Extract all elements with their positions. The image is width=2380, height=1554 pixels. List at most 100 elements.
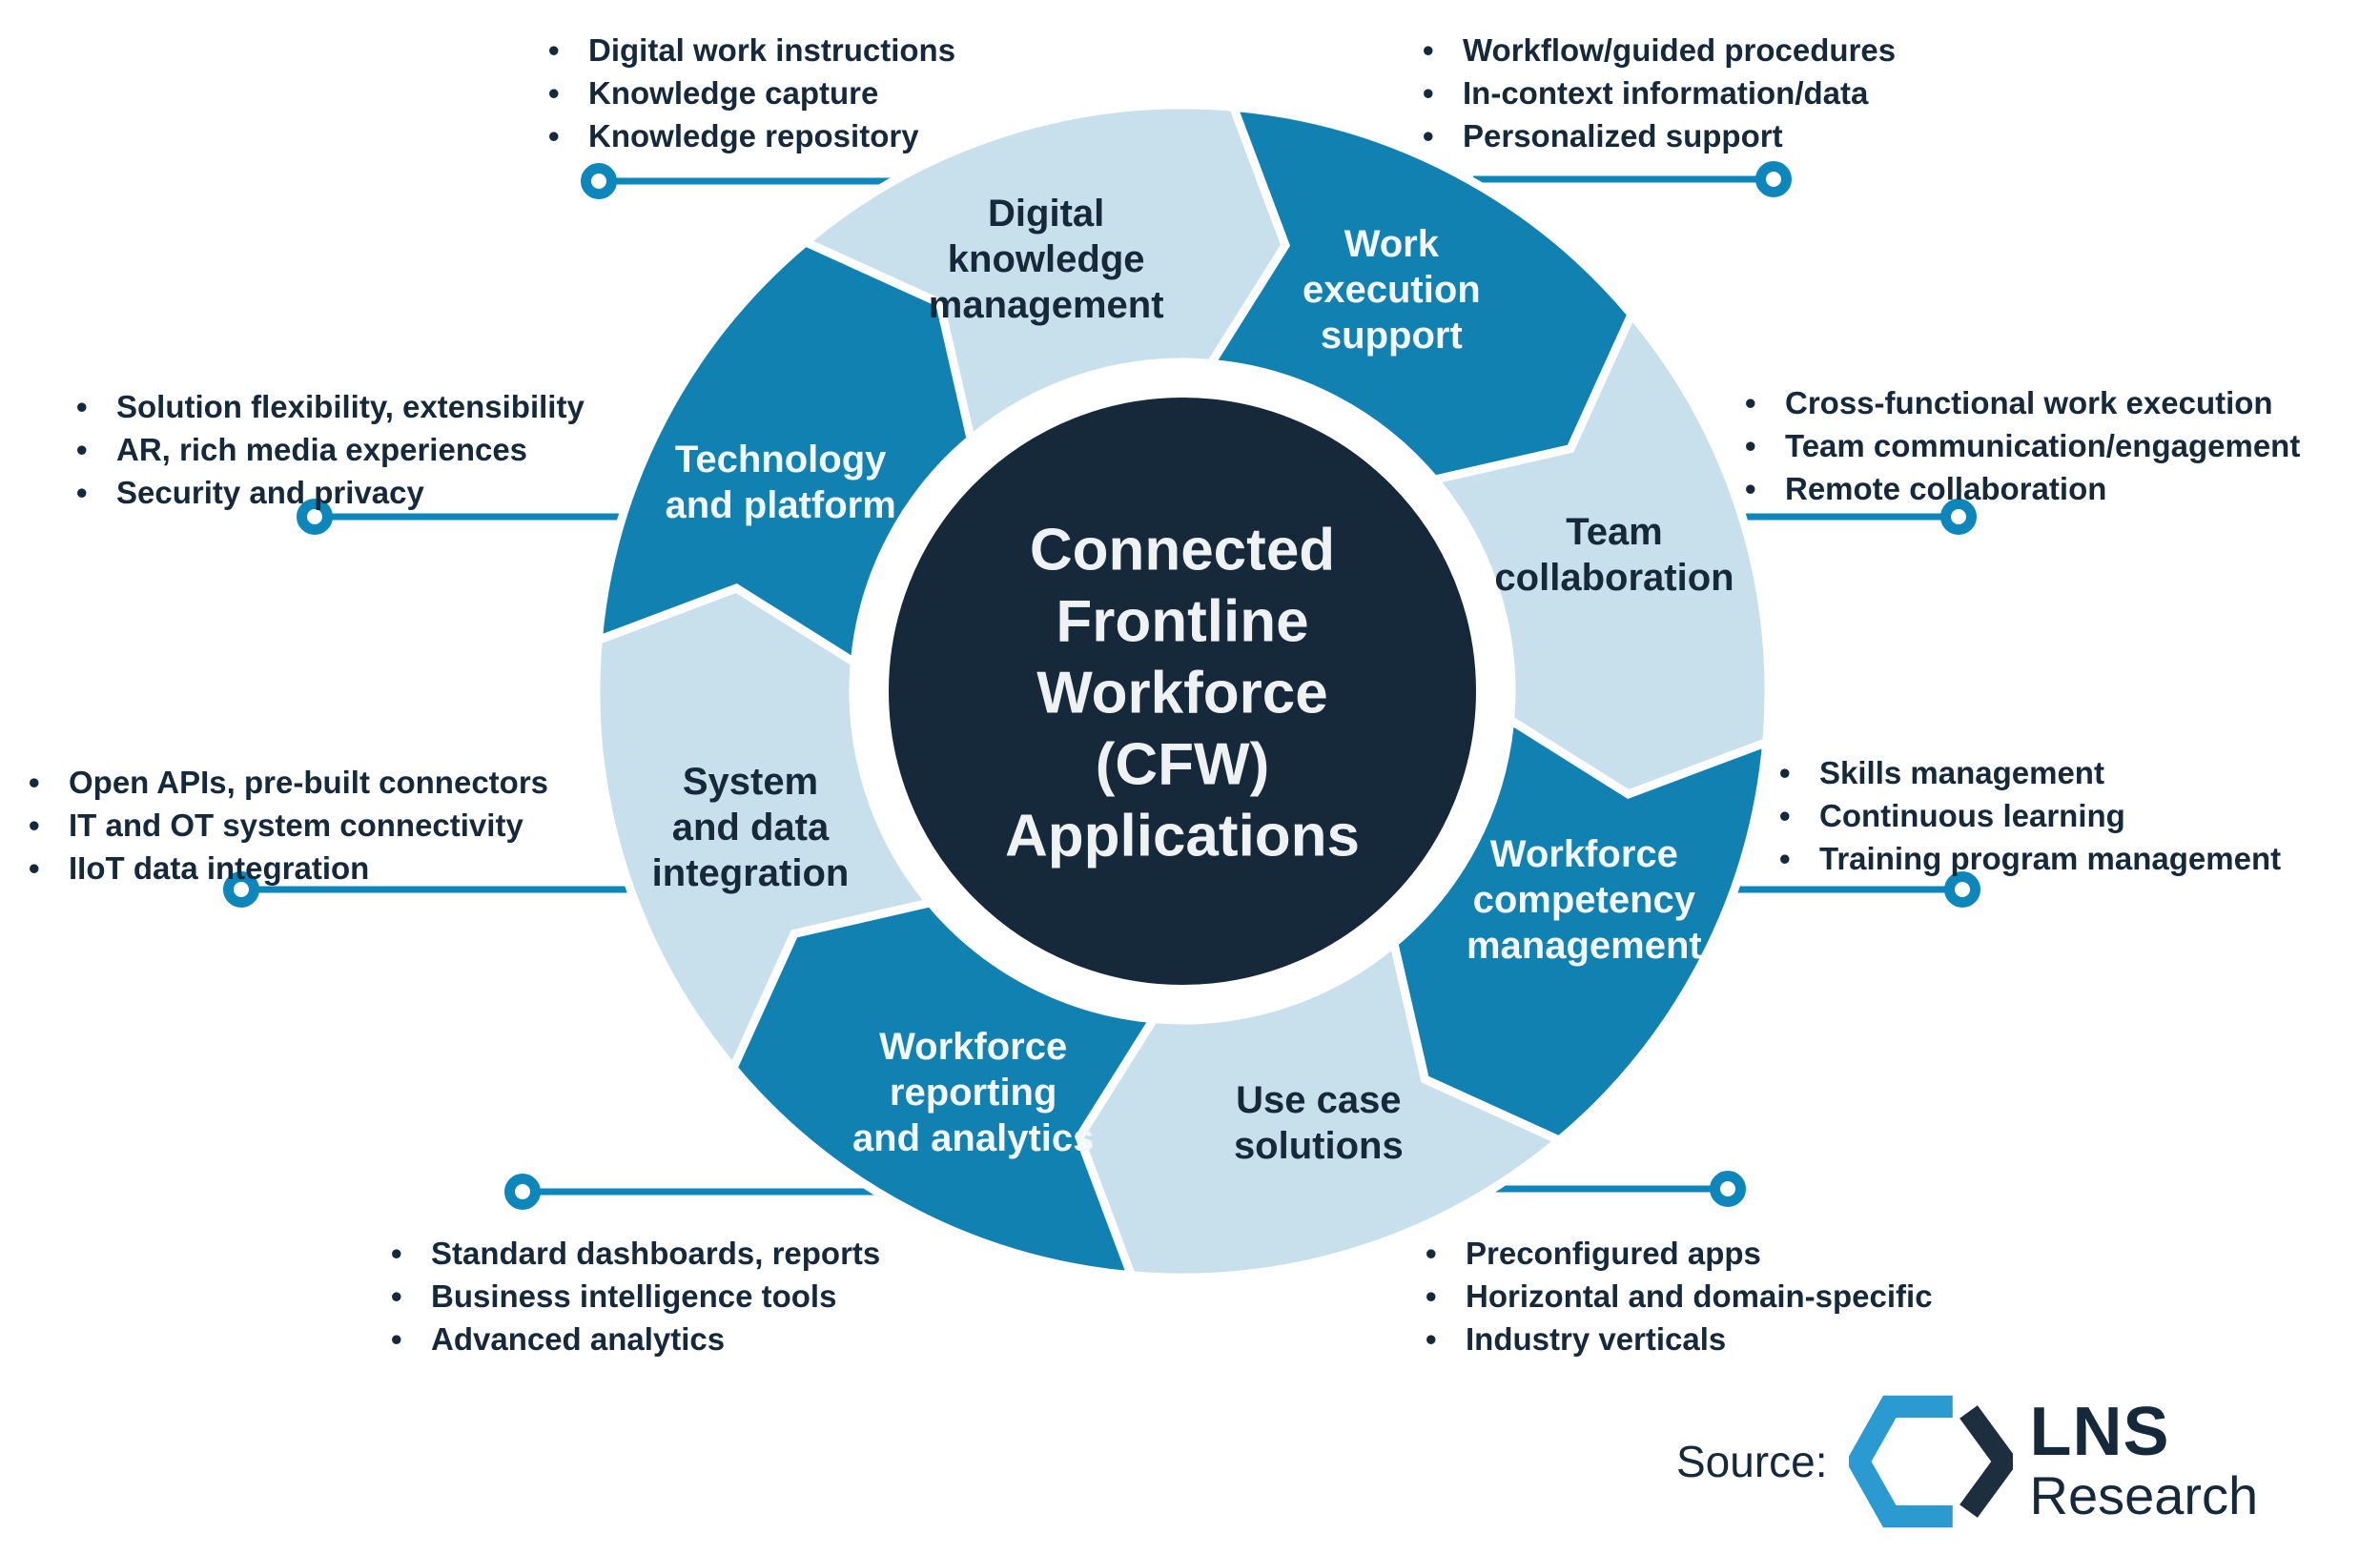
callout-item: • Skills management <box>1779 751 2281 794</box>
callout-connector-ring <box>504 1174 541 1210</box>
callout-text: Advanced analytics <box>431 1321 726 1357</box>
callout-text: IIoT data integration <box>69 850 370 886</box>
bullet-icon: • <box>548 75 560 111</box>
bullet-icon: • <box>1779 798 1791 833</box>
bullet-icon: • <box>29 808 40 843</box>
bullet-icon: • <box>1779 841 1791 876</box>
callout-item: • Business intelligence tools <box>391 1275 880 1318</box>
callout-item: •Remote collaboration <box>1745 467 2300 510</box>
callout-text: In-context information/data <box>1463 75 1869 111</box>
callout-text: Industry verticals <box>1466 1321 1727 1357</box>
callout-item: • Personalized support <box>1423 114 1896 157</box>
callout-item: • Horizontal and domain-specific <box>1426 1275 1933 1318</box>
callout-item: • Advanced analytics <box>391 1318 880 1360</box>
callout-item: • Knowledge repository <box>548 114 955 157</box>
callout-item: • In-context information/data <box>1423 72 1896 114</box>
callout-connector-ring <box>581 163 617 199</box>
bullet-icon: • <box>1426 1321 1437 1357</box>
callout-connector-ring <box>1755 161 1792 197</box>
source-attribution: Source: LNS Research <box>1676 1380 2258 1543</box>
callout-text: Solution flexibility, extensibility <box>116 389 585 424</box>
bullet-icon: • <box>391 1321 402 1357</box>
callout-item: • Cross-functional work execution <box>1745 381 2300 424</box>
callout-text: Continuous learning <box>1819 798 2125 833</box>
callout-item: • Solution flexibility, extensibility <box>76 385 585 428</box>
callout-workforce-reporting-and-analytics: • Standard dashboards, reports • Business … <box>391 1232 880 1360</box>
callout-item: • Open APIs, pre-built connectors <box>29 761 548 804</box>
source-label: Source: <box>1676 1437 1828 1486</box>
segment-technology-and-platform <box>593 236 976 670</box>
segment-label-use-case-solutions: Use case solutions <box>1233 1079 1404 1167</box>
segment-label-workforce-competency-management: Workforce competency management <box>1466 833 1702 968</box>
callout-text: Knowledge capture <box>588 75 879 111</box>
callout-item: • Digital work instructions <box>548 29 955 72</box>
callout-item: •Team communication/engagement <box>1745 424 2300 467</box>
bullet-icon: • <box>1779 755 1791 790</box>
bullet-icon: • <box>548 118 560 153</box>
callout-work-execution-support: • Workflow/guided procedures • In-context … <box>1423 29 1896 157</box>
bullet-icon: • <box>1423 118 1434 153</box>
callout-item: • Standard dashboards, reports <box>391 1232 880 1275</box>
callout-item: •IIoT data integration <box>29 847 548 889</box>
callout-workforce-competency-management: •Skills management •Continuous learning … <box>1779 751 2281 880</box>
callout-item: • Industry verticals <box>1426 1318 1933 1360</box>
bullet-icon: • <box>548 32 560 68</box>
callout-text: Business intelligence tools <box>431 1278 837 1314</box>
brand-top-text: LNS <box>2029 1394 2170 1470</box>
callout-connector-ring <box>223 871 259 908</box>
callout-team-collaboration: • Cross-functional work execution •Team c… <box>1745 381 2300 510</box>
segment-label-technology-and-platform: Technology and platform <box>665 438 896 526</box>
callout-text: Open APIs, pre-built connectors <box>69 765 549 800</box>
callout-item: • Knowledge capture <box>548 72 955 114</box>
brand-bottom-text: Research <box>2029 1465 2259 1525</box>
callout-item: • AR, rich media experiences <box>76 428 585 471</box>
bullet-icon: • <box>76 432 88 467</box>
callout-connector-ring <box>1940 499 1977 535</box>
callout-technology-and-platform: • Solution flexibility, extensibility • AR… <box>76 385 585 514</box>
bullet-icon: • <box>76 475 88 510</box>
callout-item: • Training program management <box>1779 837 2281 880</box>
bullet-icon: • <box>76 389 88 424</box>
callout-system-and-data-integration: • Open APIs, pre-built connectors • IT and… <box>29 761 548 889</box>
bullet-icon: • <box>391 1278 402 1314</box>
bullet-icon: • <box>1426 1278 1437 1314</box>
segment-label-team-collaboration: Team collaboration <box>1494 511 1734 600</box>
bullet-icon: • <box>391 1236 402 1271</box>
bullet-icon: • <box>1423 32 1434 68</box>
callout-text: Workflow/guided procedures <box>1463 32 1897 68</box>
callout-item: • Continuous learning <box>1779 794 2281 837</box>
segment-label-workforce-reporting-and-analytics: Workforce reporting and analytics <box>851 1026 1095 1160</box>
callout-text: Training program management <box>1819 841 2282 876</box>
bullet-icon: • <box>29 765 40 800</box>
callout-connector-ring <box>297 499 333 535</box>
bullet-icon: • <box>1426 1236 1437 1271</box>
callout-text: Remote collaboration <box>1785 471 2107 506</box>
lns-research-logo-icon <box>1848 1395 2013 1528</box>
callout-item: • Workflow/guided procedures <box>1423 29 1896 72</box>
callout-digital-knowledge-management: • Digital work instructions • Knowledge ca… <box>548 29 955 157</box>
callout-text: Personalized support <box>1463 118 1783 153</box>
callout-text: AR, rich media experiences <box>116 432 528 467</box>
brand-name: LNS Research <box>2030 1398 2259 1525</box>
segment-label-work-execution-support: Work execution support <box>1302 222 1481 357</box>
callout-text: Digital work instructions <box>588 32 956 68</box>
callout-item: • IT and OT system connectivity <box>29 804 548 847</box>
callout-item: • Preconfigured apps <box>1426 1232 1933 1275</box>
bullet-icon: • <box>1423 75 1434 111</box>
callout-text: Horizontal and domain-specific <box>1466 1278 1933 1314</box>
callout-connector-ring <box>1944 871 1980 908</box>
callout-text: Skills management <box>1819 755 2104 790</box>
bullet-icon: • <box>1745 385 1756 420</box>
callout-text: Cross-functional work execution <box>1785 385 2273 420</box>
callout-text: Preconfigured apps <box>1466 1236 1761 1271</box>
callout-text: IT and OT system connectivity <box>69 808 523 843</box>
callout-use-case-solutions: • Preconfigured apps • Horizontal and doma… <box>1426 1232 1933 1360</box>
center-hub-circle <box>881 390 1484 992</box>
segment-label-system-and-data-integration: System and data integration <box>651 760 850 894</box>
bullet-icon: • <box>1745 428 1756 463</box>
callout-text: Knowledge repository <box>588 118 919 153</box>
callout-text: Standard dashboards, reports <box>431 1236 881 1271</box>
segment-label-digital-knowledge-management: Digital knowledge management <box>928 192 1164 326</box>
